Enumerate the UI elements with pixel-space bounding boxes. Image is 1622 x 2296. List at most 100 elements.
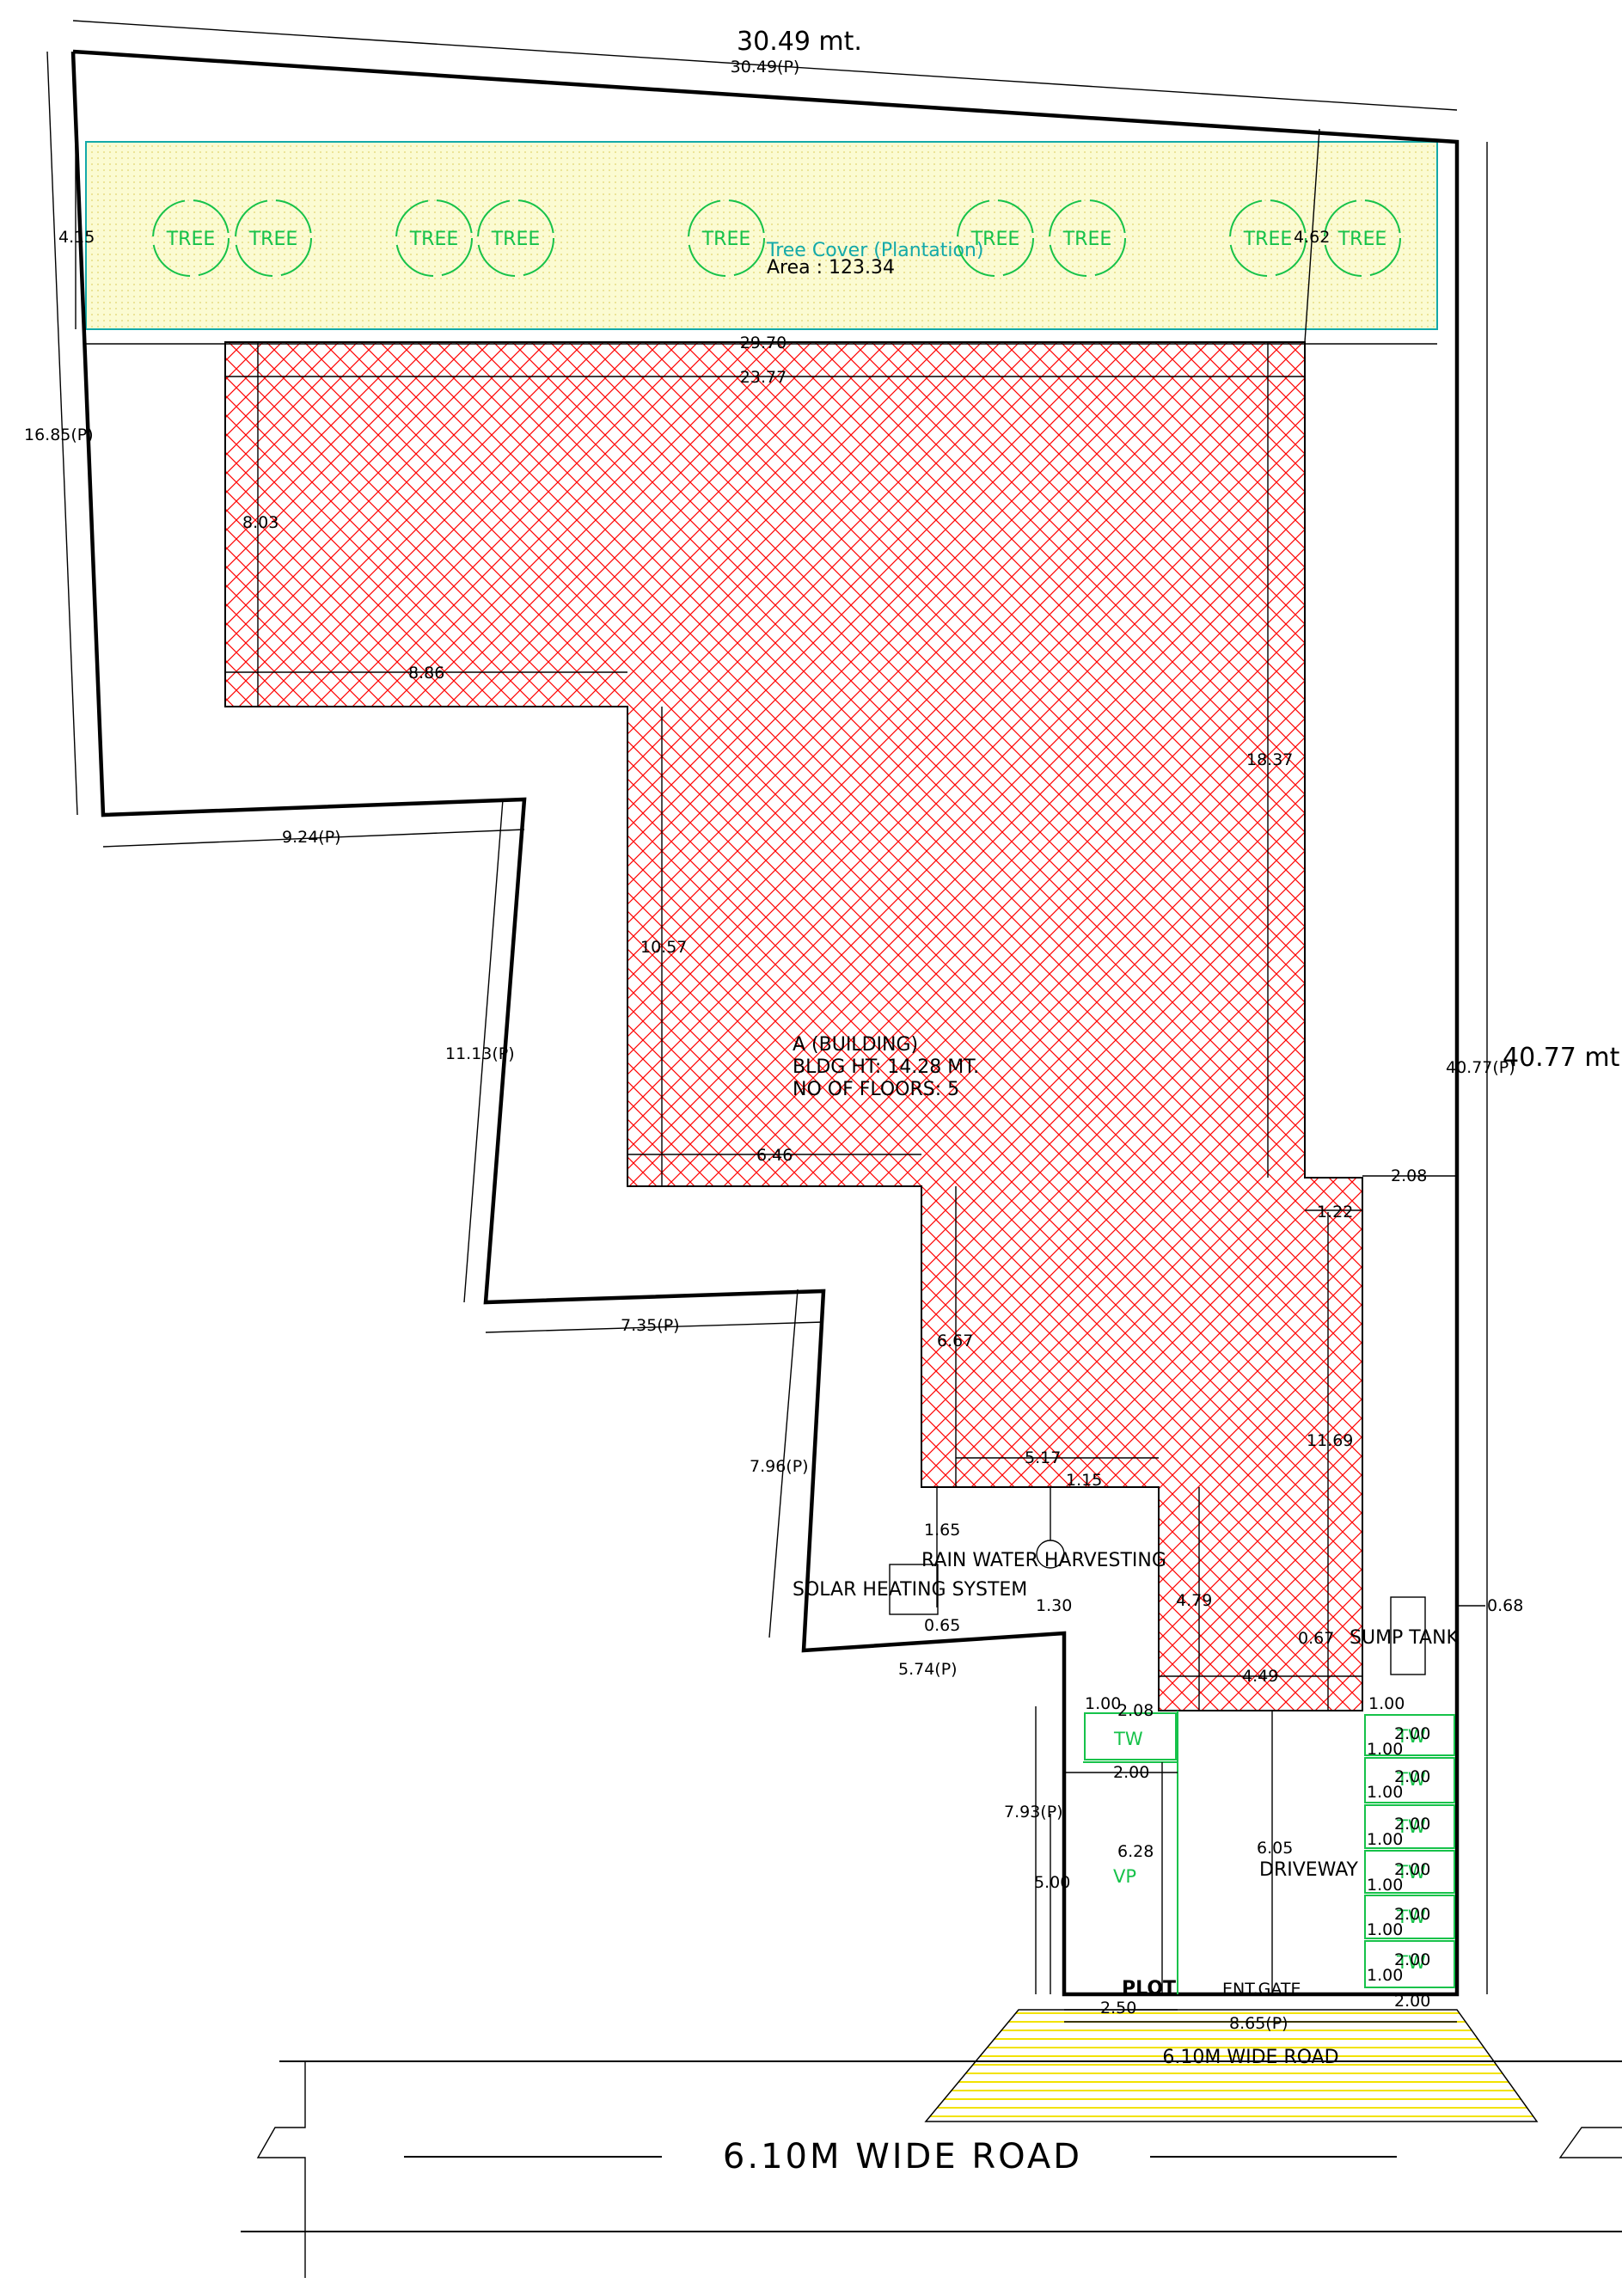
tw-right-width: 2.00 bbox=[1394, 1860, 1430, 1879]
road-entrance-hatch bbox=[924, 2009, 1539, 2122]
dim-line-step1 bbox=[102, 829, 525, 848]
plot-step4-p: 7.96(P) bbox=[750, 1457, 809, 1476]
bldg-dim-lower-left: 6.67 bbox=[937, 1332, 973, 1350]
tw-right-label: TW bbox=[1396, 1952, 1426, 1973]
tree-icon: TREE bbox=[688, 199, 765, 277]
plot-label: PLOT bbox=[1122, 1978, 1176, 1999]
sump-tank-icon bbox=[1390, 1596, 1426, 1675]
plot-right-length-p: 40.77(P) bbox=[1446, 1058, 1515, 1077]
bldg-dim-left-top: 8.03 bbox=[242, 513, 278, 532]
tw-right-width: 2.00 bbox=[1394, 1724, 1430, 1743]
rwh-label: RAIN WATER HARVESTING bbox=[921, 1550, 1166, 1571]
building-name: A (BUILDING) bbox=[793, 1034, 918, 1056]
tw-right-bay bbox=[1364, 1714, 1455, 1756]
entrance-gate-label: ENT.GATE bbox=[1222, 1980, 1301, 1999]
tree-icon: TREE bbox=[1324, 199, 1401, 277]
tree-cover-zone: Tree Cover (Plantation) Area : 123.34 TR… bbox=[85, 141, 1438, 330]
plot-top-width: 30.49 mt. bbox=[737, 27, 862, 57]
tw-right-bay bbox=[1364, 1804, 1455, 1849]
plot-step2-p: 11.13(P) bbox=[445, 1044, 515, 1063]
plot-step1-p: 9.24(P) bbox=[282, 828, 341, 847]
tree-icon: TREE bbox=[395, 199, 473, 277]
dim-line-step4 bbox=[768, 1289, 799, 1638]
road-break-left bbox=[256, 2061, 306, 2278]
tw-right-bottom-width: 2.00 bbox=[1394, 1992, 1430, 2011]
rwh-gap: 1.30 bbox=[1036, 1596, 1072, 1615]
tree-label: TREE bbox=[970, 229, 1020, 250]
tree-icon: TREE bbox=[235, 199, 312, 277]
tw-left-width: 2.08 bbox=[1117, 1701, 1154, 1720]
tw-left-offset: 1.00 bbox=[1085, 1694, 1121, 1713]
tw-left bbox=[1084, 1712, 1177, 1760]
bldg-dim-step-b: 6.46 bbox=[756, 1146, 793, 1165]
tw-right-label: TW bbox=[1396, 1862, 1426, 1883]
bldg-dim-sump-offset: 0.67 bbox=[1298, 1629, 1334, 1648]
dim-line-tree-depth-right bbox=[1304, 128, 1320, 343]
building-footprint bbox=[224, 341, 1363, 1711]
tw-right-label: TW bbox=[1396, 1816, 1426, 1837]
tw-right-width: 2.00 bbox=[1394, 1950, 1430, 1969]
parking-area: TW 1.00 2.08 2.00 VP 6.28 5.00 6.05 DRIV… bbox=[1034, 1694, 1455, 2017]
vp-inner: 5.00 bbox=[1034, 1873, 1070, 1892]
tw-right-bay bbox=[1364, 1757, 1455, 1803]
building-floors: NO OF FLOORS: 5 bbox=[793, 1079, 959, 1100]
bldg-dim-bottom: 4.49 bbox=[1242, 1667, 1278, 1686]
solar-dist: 0.65 bbox=[924, 1616, 960, 1635]
bldg-dim-low-mid: 4.79 bbox=[1176, 1591, 1212, 1610]
bldg-dim-right-full: 18.37 bbox=[1246, 750, 1293, 769]
tree-icon: TREE bbox=[1229, 199, 1307, 277]
tw-right-width: 2.00 bbox=[1394, 1815, 1430, 1834]
tree-label: TREE bbox=[1337, 229, 1387, 250]
tw-right-label: TW bbox=[1396, 1726, 1426, 1747]
tree-label: TREE bbox=[166, 229, 216, 250]
tree-cover-depth-left: 4.15 bbox=[58, 228, 95, 247]
trees-group: TREE TREE TREE TREE TREE TREE TREE TREE TREE bbox=[152, 199, 1401, 277]
tree-icon: TREE bbox=[477, 199, 554, 277]
plot-dimensions: 30.49 mt. 30.49(P) 40.77 mt. 40.77(P) 16… bbox=[24, 20, 1622, 2033]
road-label-large: 6.10M WIDE ROAD bbox=[723, 2137, 1082, 2177]
tw-right-offset: 1.00 bbox=[1367, 1783, 1403, 1802]
tw-right-width: 2.00 bbox=[1394, 1905, 1430, 1924]
driveway-label: DRIVEWAY bbox=[1259, 1859, 1359, 1881]
tw-right-label: TW bbox=[1396, 1907, 1426, 1927]
tree-cover-width: 29.70 bbox=[740, 334, 787, 352]
dim-line-step3 bbox=[485, 1321, 824, 1333]
solar-label: SOLAR HEATING SYSTEM bbox=[793, 1579, 1027, 1601]
bldg-dim-side-b: 2.08 bbox=[1391, 1166, 1427, 1185]
tree-label: TREE bbox=[701, 229, 751, 250]
bldg-dim-side-c: 0.68 bbox=[1487, 1596, 1523, 1615]
road-area: 6.10M WIDE ROAD 6.10M WIDE ROAD bbox=[241, 2009, 1622, 2278]
bldg-dim-top: 23.77 bbox=[740, 368, 787, 387]
plot-front-p: 8.65(P) bbox=[1229, 2014, 1288, 2033]
tw-right-offset: 1.00 bbox=[1367, 1876, 1403, 1895]
tree-label: TREE bbox=[1243, 229, 1293, 250]
tw-right-bay bbox=[1364, 1940, 1455, 1988]
dim-line-step2 bbox=[463, 799, 504, 1303]
vp-depth: 6.28 bbox=[1117, 1842, 1154, 1861]
road-break-right bbox=[1558, 2127, 1622, 2158]
plot-boundary-inner bbox=[485, 799, 525, 1303]
tw-right-bay bbox=[1364, 1850, 1455, 1894]
plot-step5-p: 5.74(P) bbox=[898, 1660, 958, 1679]
tree-cover-title: Tree Cover (Plantation) bbox=[766, 240, 983, 261]
tw-left-label: TW bbox=[1113, 1729, 1143, 1749]
tw-right-label: TW bbox=[1396, 1769, 1426, 1790]
bldg-dim-side-a: 1.22 bbox=[1317, 1203, 1353, 1221]
tw-right-bay bbox=[1364, 1895, 1455, 1939]
tree-label: TREE bbox=[491, 229, 541, 250]
sump-label: SUMP TANK bbox=[1350, 1627, 1460, 1649]
bldg-dim-mid-left: 10.57 bbox=[640, 938, 687, 957]
tree-icon: TREE bbox=[957, 199, 1034, 277]
road-label-small: 6.10M WIDE ROAD bbox=[1162, 2047, 1338, 2068]
services: 1.65 RAIN WATER HARVESTING SOLAR HEATING… bbox=[793, 1487, 1460, 1675]
driveway-depth: 6.05 bbox=[1257, 1839, 1293, 1858]
plot-boundary bbox=[70, 49, 1460, 1997]
tw-right-offset: 1.00 bbox=[1367, 1920, 1403, 1939]
building-dimensions: 23.77 8.03 8.86 18.37 10.57 6.46 6.67 5.… bbox=[225, 342, 1523, 1711]
tree-label: TREE bbox=[1062, 229, 1112, 250]
plot-top-width-p: 30.49(P) bbox=[731, 58, 800, 77]
tw-right-offset: 1.00 bbox=[1367, 1966, 1403, 1985]
tw-left-depth: 2.00 bbox=[1113, 1763, 1149, 1782]
